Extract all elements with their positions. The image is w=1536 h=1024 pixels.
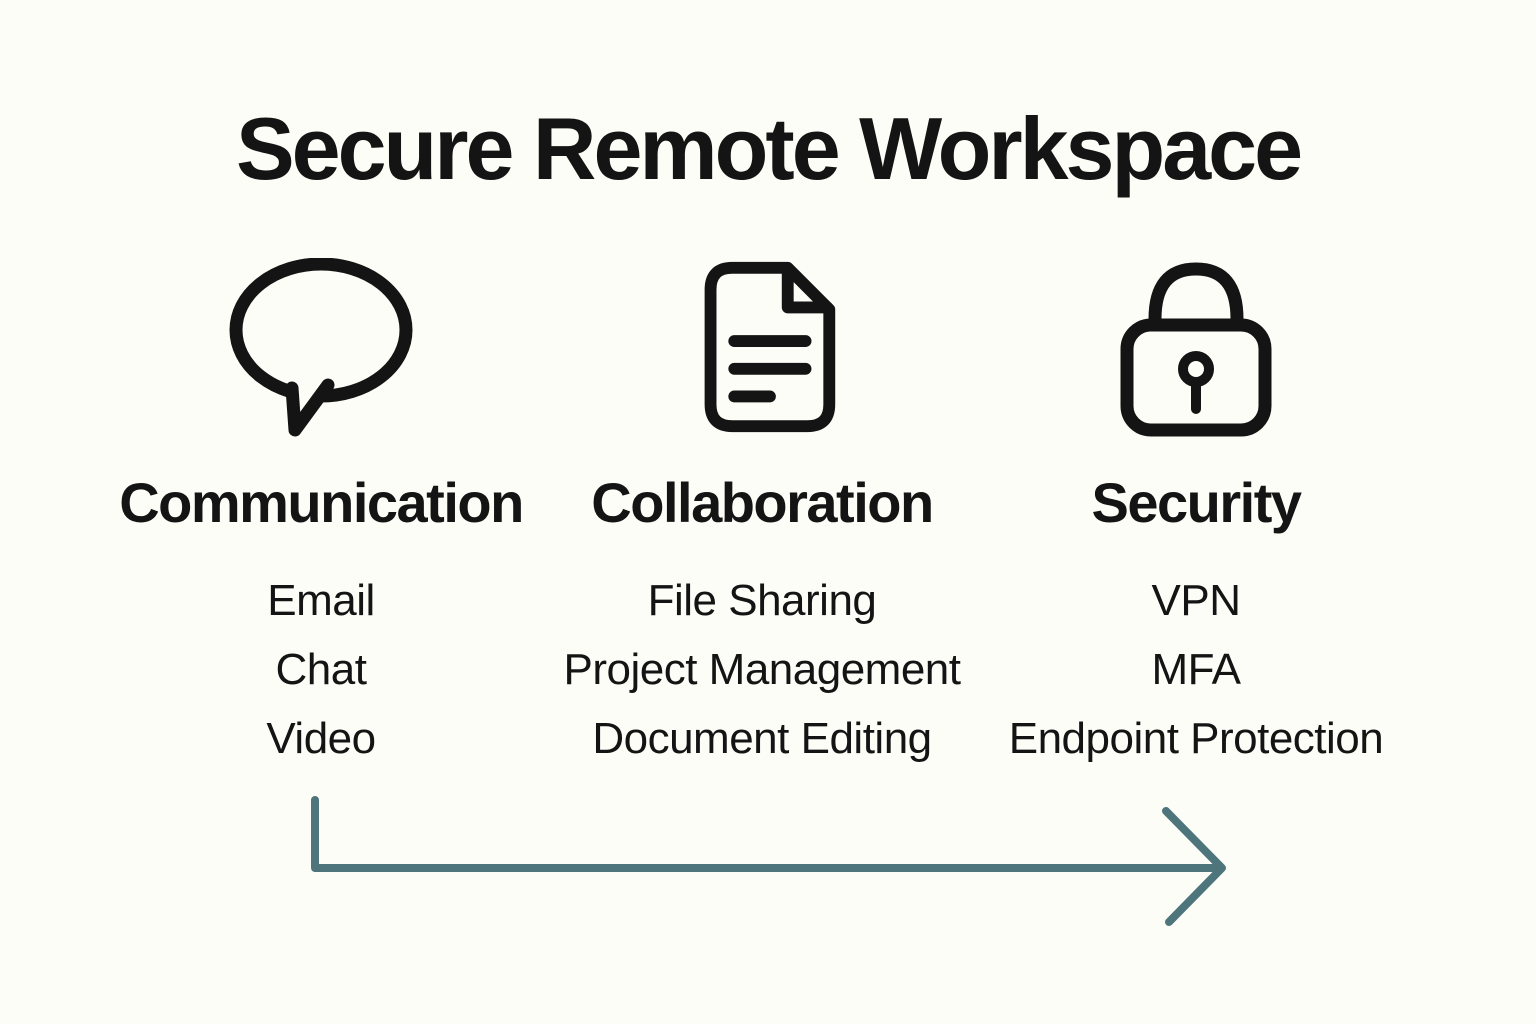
list-item: Project Management [563, 645, 962, 694]
feature-list-collaboration: File Sharing Project Management Document… [502, 566, 1022, 773]
list-item: Email [267, 576, 375, 625]
column-label-collaboration: Collaboration [591, 471, 934, 534]
feature-list-communication: Email Chat Video [61, 566, 581, 773]
column-communication: Communication Email Chat Video [61, 253, 581, 773]
column-label-communication: Communication [119, 471, 524, 534]
lock-icon [936, 253, 1456, 443]
document-icon-svg [704, 261, 836, 433]
flow-arrow-strokes [311, 796, 1226, 926]
list-item: VPN [1151, 576, 1241, 625]
page-title: Secure Remote Workspace [235, 99, 1303, 198]
feature-list-security: VPN MFA Endpoint Protection [936, 566, 1456, 773]
column-security: Security VPN MFA Endpoint Protection [936, 253, 1456, 773]
document-icon [502, 253, 1022, 443]
column-collaboration: Collaboration File Sharing Project Manag… [502, 253, 1022, 773]
list-item: Chat [275, 645, 367, 694]
lock-icon-svg [1120, 262, 1272, 437]
flow-arrow [311, 796, 1226, 926]
speech-bubble-icon-svg [229, 258, 413, 437]
list-item: Video [266, 714, 376, 763]
list-item: File Sharing [647, 576, 877, 625]
column-label-security: Security [1091, 471, 1303, 534]
speech-bubble-icon [61, 253, 581, 443]
list-item: Endpoint Protection [1008, 714, 1384, 763]
list-item: MFA [1151, 645, 1241, 694]
list-item: Document Editing [592, 714, 932, 763]
